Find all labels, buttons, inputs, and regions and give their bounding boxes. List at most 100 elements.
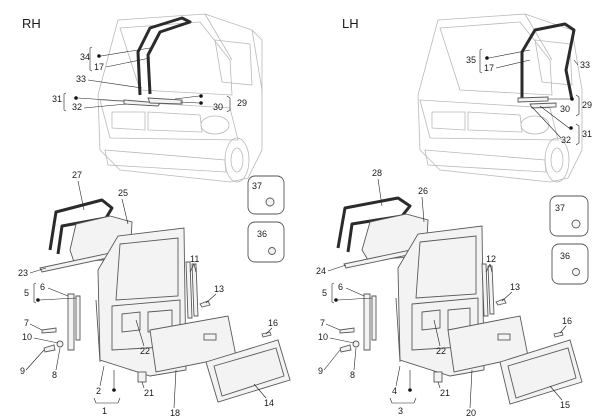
lh-callout-24: 24 <box>316 264 347 276</box>
svg-text:16: 16 <box>562 316 572 326</box>
lh-callout-21: 21 <box>437 381 450 398</box>
lh-callout-17: 17 <box>479 48 531 74</box>
svg-text:31: 31 <box>52 94 62 104</box>
svg-text:33: 33 <box>76 74 86 84</box>
svg-text:36: 36 <box>257 229 267 239</box>
rh-callout-34: 34 <box>80 47 151 62</box>
lh-callout-29: 29 <box>575 94 592 117</box>
lh-detail-box-37: 37 <box>549 195 589 237</box>
svg-text:7: 7 <box>320 318 325 328</box>
lh-callout-5: 5 <box>322 288 327 298</box>
lh-hinge-bracket <box>363 293 377 351</box>
rh-callout-21: 21 <box>141 381 154 398</box>
rh-label: RH <box>22 16 41 31</box>
svg-text:8: 8 <box>350 370 355 380</box>
rh-detail-box-36: 36 <box>247 221 285 263</box>
svg-text:36: 36 <box>560 251 570 261</box>
svg-text:14: 14 <box>264 398 274 408</box>
svg-text:13: 13 <box>510 282 520 292</box>
rh-callout-16: 16 <box>265 318 278 335</box>
svg-text:10: 10 <box>318 332 328 342</box>
lh-callout-26: 26 <box>418 186 428 223</box>
lh-callout-35: 35 <box>466 49 531 65</box>
rh-callout-18: 18 <box>170 369 180 418</box>
svg-text:16: 16 <box>268 318 278 328</box>
svg-text:34: 34 <box>80 52 90 62</box>
svg-text:32: 32 <box>72 102 82 112</box>
svg-text:7: 7 <box>24 318 29 328</box>
svg-text:28: 28 <box>372 168 382 178</box>
rh-callout-33: 33 <box>76 74 143 89</box>
svg-text:18: 18 <box>170 408 180 418</box>
svg-text:32: 32 <box>561 135 571 145</box>
lh-door-card <box>499 339 583 405</box>
svg-text:6: 6 <box>40 282 45 292</box>
rh-callout-17: 17 <box>89 46 151 72</box>
rh-callout-2: 2 <box>96 365 116 396</box>
lh-callout-10: 10 <box>318 332 355 344</box>
lh-callout-9: 9 <box>318 349 341 376</box>
svg-text:22: 22 <box>436 346 446 356</box>
svg-text:30: 30 <box>560 104 570 114</box>
lh-callout-33: 33 <box>573 59 590 70</box>
svg-text:24: 24 <box>316 266 326 276</box>
rh-door-channel <box>185 261 199 319</box>
svg-text:27: 27 <box>72 170 82 180</box>
rh-door-glass-run <box>48 198 114 255</box>
svg-text:23: 23 <box>18 268 28 278</box>
rh-callout-1: 1 <box>93 397 121 416</box>
lh-callout-30: 30 <box>548 97 574 114</box>
svg-text:37: 37 <box>555 203 565 213</box>
svg-text:33: 33 <box>580 60 590 70</box>
lh-callout-13: 13 <box>501 282 520 302</box>
rh-cowl-trim <box>123 97 183 107</box>
lh-callout-22: 22 <box>433 319 446 356</box>
lh-callout-32: 32 <box>531 106 580 146</box>
rh-callout-30: 30 <box>179 101 223 112</box>
svg-text:21: 21 <box>440 388 450 398</box>
lh-cowl-trim <box>517 96 557 109</box>
svg-text:31: 31 <box>582 129 592 139</box>
svg-text:30: 30 <box>213 102 223 112</box>
lh-callout-12: 12 <box>485 254 496 273</box>
lh-callout-4: 4 <box>392 365 412 396</box>
svg-text:3: 3 <box>398 406 403 416</box>
rh-callout-14: 14 <box>253 383 274 408</box>
lh-truck-cab <box>417 13 583 183</box>
svg-text:6: 6 <box>338 282 343 292</box>
svg-text:15: 15 <box>560 400 570 410</box>
lh-detail-box-36: 36 <box>551 243 589 285</box>
svg-text:13: 13 <box>214 284 224 294</box>
rh-callout-6: 6 <box>33 282 77 304</box>
svg-text:10: 10 <box>22 332 32 342</box>
lh-callout-6: 6 <box>331 282 373 304</box>
lh-callout-16: 16 <box>559 316 572 334</box>
rh-callout-22: 22 <box>135 319 150 356</box>
svg-text:29: 29 <box>582 100 592 110</box>
svg-text:25: 25 <box>118 188 128 198</box>
svg-text:37: 37 <box>252 181 262 191</box>
svg-text:26: 26 <box>418 186 428 196</box>
rh-door-fasteners <box>41 300 272 383</box>
rh-hinge-bracket <box>67 293 81 351</box>
svg-text:8: 8 <box>52 370 57 380</box>
rh-callout-9: 9 <box>20 349 45 376</box>
rh-detail-box-37: 37 <box>247 175 285 215</box>
rh-callout-27: 27 <box>72 170 85 211</box>
lh-callout-3: 3 <box>389 397 417 416</box>
lh-callout-20: 20 <box>466 369 476 418</box>
svg-text:21: 21 <box>144 388 154 398</box>
lh-callout-7: 7 <box>320 318 341 331</box>
svg-text:2: 2 <box>96 386 101 396</box>
svg-text:5: 5 <box>322 288 327 298</box>
svg-text:29: 29 <box>237 98 247 108</box>
rh-callout-13: 13 <box>205 284 224 304</box>
rh-callout-7: 7 <box>24 318 43 331</box>
rh-door-card <box>205 339 291 403</box>
rh-callout-5: 5 <box>24 288 29 298</box>
lh-callout-8: 8 <box>350 347 357 380</box>
svg-text:1: 1 <box>102 406 107 416</box>
lh-windshield-seal <box>520 22 576 101</box>
svg-text:5: 5 <box>24 288 29 298</box>
